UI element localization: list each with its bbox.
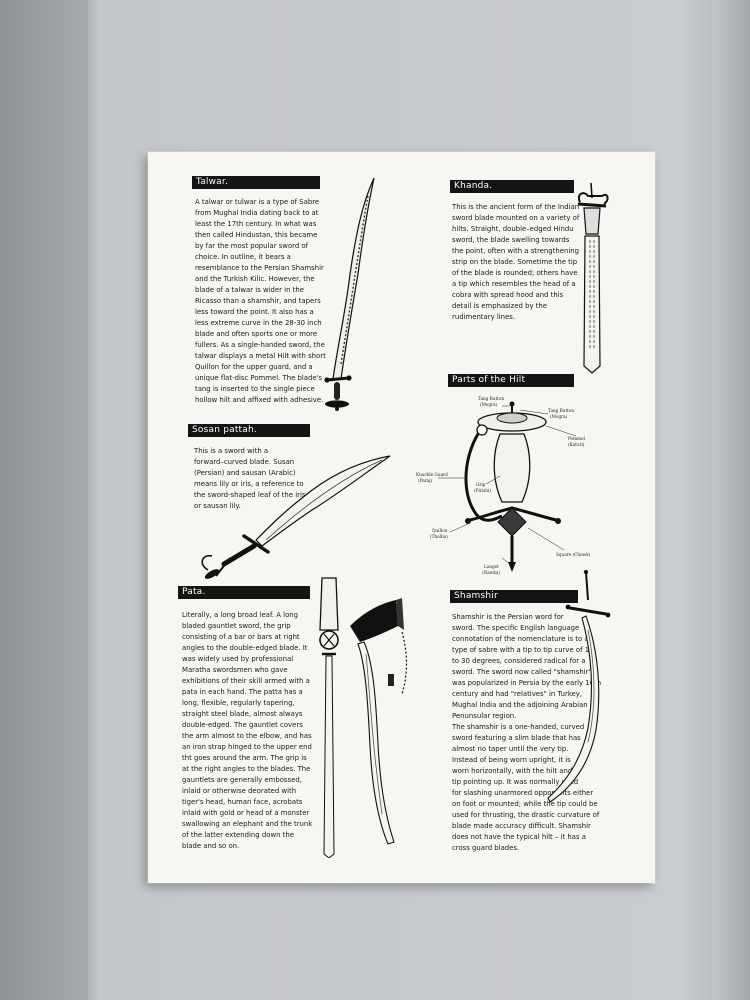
pata-sword-icon [319,577,408,858]
sosan-heading: Sosan pattah. [188,424,310,437]
hilt-label-tang-button-right-alt: (Mogra) [550,414,568,419]
information-board: Talwar. A talwar or tulwar is a type of … [148,152,655,883]
hilt-heading: Parts of the Hilt [448,374,574,387]
shamshir-heading: Shamshir [450,590,578,603]
hilt-label-pommel-alt: (Katori) [568,442,585,447]
shamshir-sword-icon [547,570,611,803]
hilt-label-tang-button-right: Tang Button [548,408,574,413]
hilt-label-langet: Langet [484,564,499,569]
wall-left-edge [0,0,88,1000]
hilt-label-pommel: Pommel [568,436,586,441]
hilt-label-square: Square (Chowk) [556,552,591,557]
hilt-label-quillon-alt: (Thollia) [430,534,448,539]
khanda-text: This is the ancient form of the Indian s… [452,203,580,321]
hilt-diagram-icon: Tang Button (Mogra) Tang Button (Mogra) … [416,396,591,575]
talwar-heading: Talwar. [192,176,320,189]
hilt-label-quillon: Quillon [432,528,448,533]
sosan-pattah-sword-icon [201,455,391,579]
talwar-sword-icon [324,177,375,411]
hilt-label-tang-button-left: Tang Button [478,396,504,401]
hilt-label-tang-button-left-alt: (Mogra) [480,402,498,407]
hilt-label-grip-alt: (Pirishi) [474,488,491,493]
wall-right-edge [712,0,750,1000]
pata-text: Literally, a long broad leaf. A long bla… [182,611,313,850]
sosan-text: This is a sword with a forward–curved bl… [194,447,306,510]
pata-heading: Pata. [178,586,310,599]
talwar-text: A talwar or tulwar is a type of Sabre fr… [195,198,326,404]
khanda-heading: Khanda. [450,180,574,193]
hilt-label-knuckle-guard: Knuckle Guard [416,472,448,477]
hilt-label-grip: Grip [476,482,486,487]
khanda-sword-icon [577,182,609,374]
shamshir-text: Shamshir is the Persian word for sword. … [452,613,601,852]
hilt-label-langet-alt: (Nawka) [482,570,500,575]
hilt-label-knuckle-guard-alt: (Paraj) [418,478,433,483]
